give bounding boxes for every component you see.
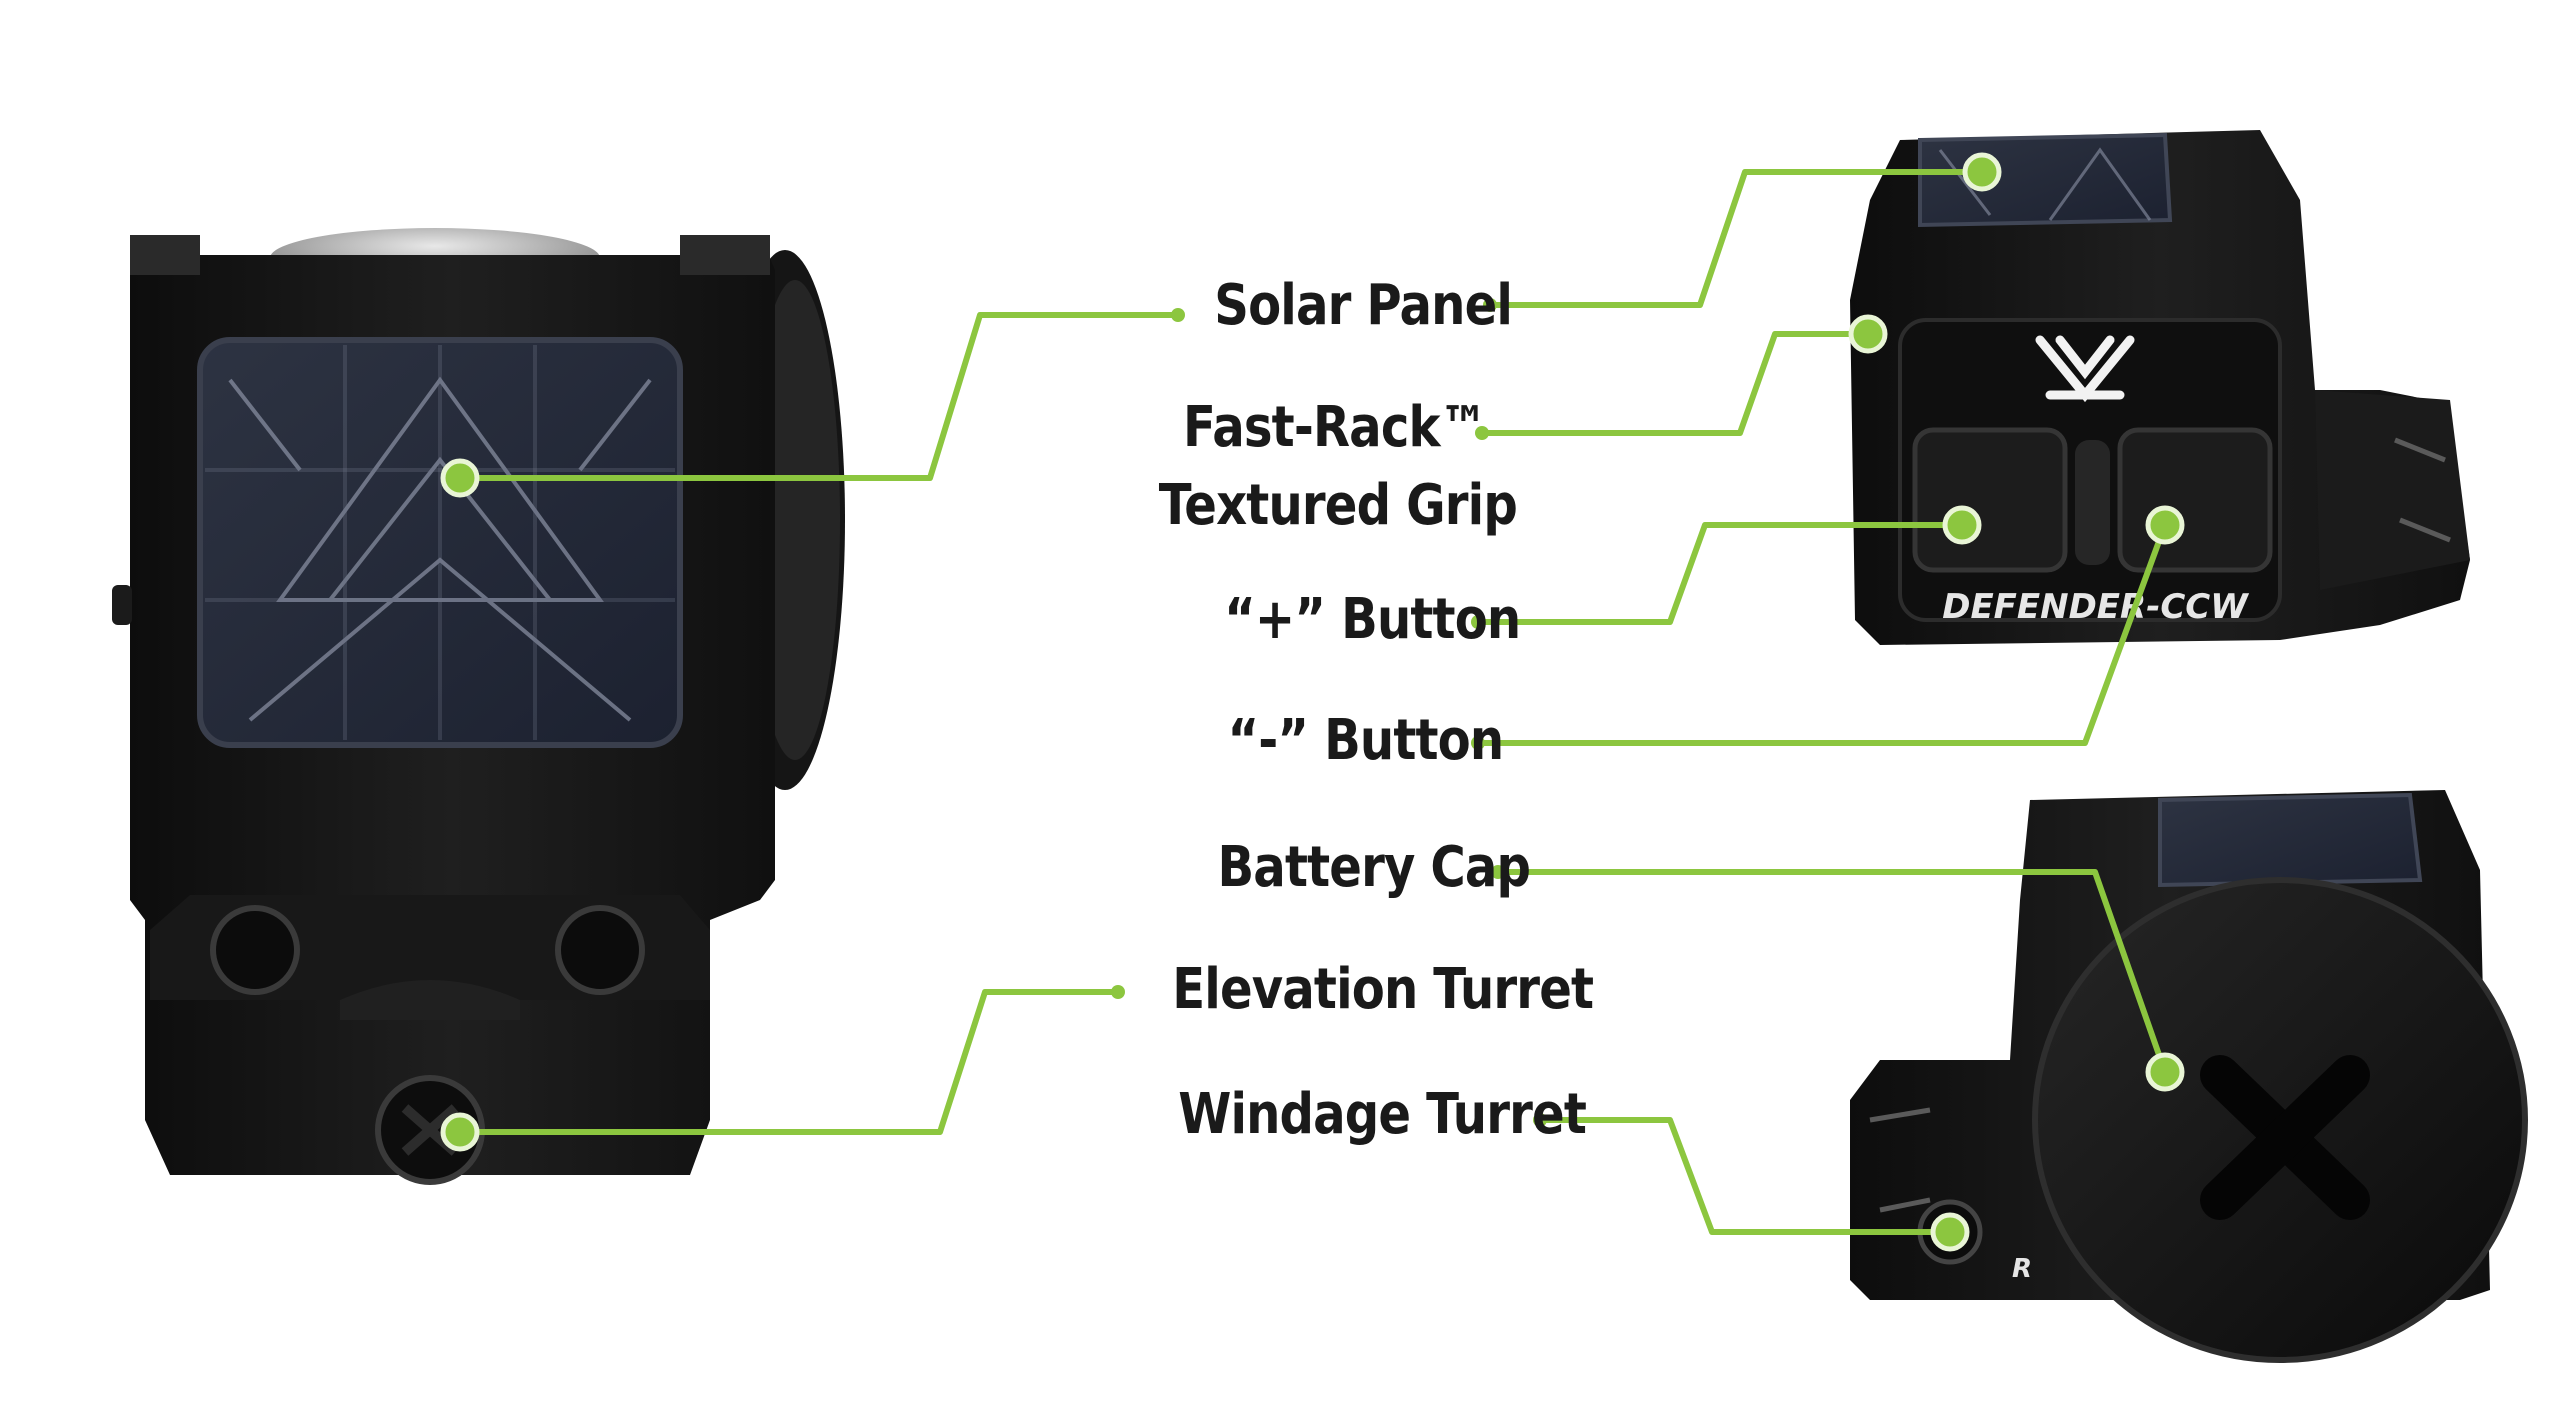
dot-solar-label — [1171, 308, 1185, 322]
leader-minus — [1478, 523, 2168, 746]
rear-solar-panel — [197, 337, 683, 748]
dot-battery — [2145, 1052, 2185, 1092]
side-solar-panel — [2158, 792, 2423, 888]
dot-elevation — [440, 1112, 480, 1152]
optic-side-view: R — [1850, 790, 2528, 1363]
dot-battery-label — [1491, 865, 1505, 879]
dot-minus — [2145, 505, 2185, 545]
dot-solar-right — [1962, 152, 2002, 192]
label-solar-panel: Solar Panel — [1214, 273, 1513, 338]
dot-solar-left — [440, 458, 480, 498]
optic-front-view: DEFENDER-CCW — [1850, 130, 2470, 645]
leader-solar-right — [1490, 169, 1982, 308]
label-fast-rack: Fast-Rack™ — [1183, 395, 1488, 460]
label-minus-button: “-” Button — [1227, 708, 1504, 773]
label-plus-button: “+” Button — [1224, 587, 1521, 652]
dot-windage — [1930, 1212, 1970, 1252]
dot-solar-label-right — [1483, 298, 1497, 312]
leader-plus — [1478, 522, 1962, 625]
dot-minus-label — [1471, 736, 1485, 750]
vortex-logo-icon — [2035, 335, 2135, 403]
dot-plus — [1942, 505, 1982, 545]
minus-button[interactable] — [2117, 427, 2273, 573]
label-elevation-turret: Elevation Turret — [1172, 957, 1594, 1022]
mount-screw-left — [210, 905, 300, 995]
dot-plus-label — [1471, 615, 1485, 629]
leader-elevation — [460, 989, 1118, 1135]
label-battery-cap: Battery Cap — [1217, 835, 1531, 900]
label-textured-grip: Textured Grip — [1158, 473, 1518, 538]
plus-button[interactable] — [1912, 427, 2068, 573]
turret-marking: R — [2012, 1254, 2032, 1284]
optic-rear-view — [112, 228, 845, 1185]
dot-elevation-label — [1111, 985, 1125, 999]
battery-cap-slot — [2200, 1055, 2370, 1220]
callout-dots — [440, 152, 2185, 1252]
leader-windage — [1540, 1117, 1950, 1235]
dot-fast-rack-label — [1475, 426, 1489, 440]
model-marking: DEFENDER-CCW — [1942, 587, 2249, 627]
leader-battery — [1498, 869, 2168, 1073]
front-solar-panel — [1918, 132, 2173, 228]
label-windage-turret: Windage Turret — [1178, 1082, 1587, 1147]
dot-fast-rack — [1848, 314, 1888, 354]
dot-windage-label — [1533, 1113, 1547, 1127]
leader-lines — [460, 169, 2168, 1235]
leader-solar-left — [460, 312, 1178, 481]
leader-fast-rack — [1482, 331, 1868, 436]
mount-screw-right — [555, 905, 645, 995]
